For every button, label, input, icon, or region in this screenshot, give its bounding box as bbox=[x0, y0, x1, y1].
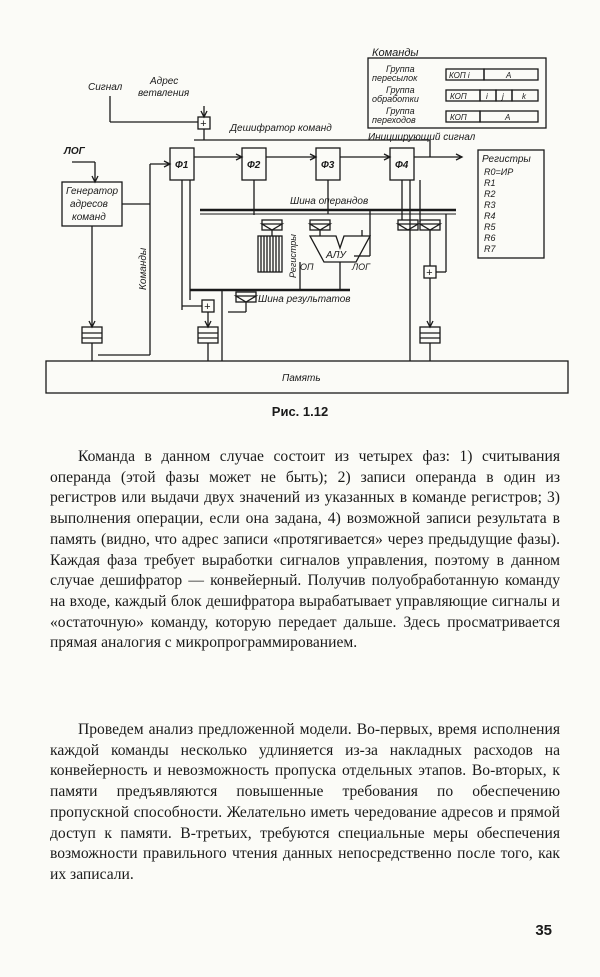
queue-left bbox=[81, 326, 103, 344]
memory-block bbox=[45, 360, 569, 394]
register-6: R6 bbox=[484, 233, 496, 243]
register-7: R7 bbox=[484, 244, 496, 254]
branch-address-label-2: ветвления bbox=[138, 88, 190, 99]
alu-label: АЛУ bbox=[325, 250, 348, 261]
adder-top-plus: + bbox=[200, 118, 207, 130]
queue-middle bbox=[197, 326, 219, 344]
legend-row-1-field-2-text: A bbox=[505, 71, 511, 80]
registers-list-frame bbox=[477, 149, 545, 259]
operand-bus-label: Шина операндов bbox=[290, 196, 368, 207]
phase-4-label: Ф4 bbox=[395, 160, 409, 171]
legend-row-3-field-2-text: A bbox=[504, 113, 510, 122]
page-number: 35 bbox=[535, 922, 552, 939]
log2-label: ЛОГ bbox=[351, 262, 371, 272]
decoder-label: Дешифратор команд bbox=[229, 122, 332, 134]
register-4: R4 bbox=[484, 211, 496, 221]
legend-row-1-field-1-text: КОП i bbox=[449, 71, 470, 80]
adder-left-plus: + bbox=[204, 301, 211, 313]
paragraph-1: Команда в данном случае состоит из четыр… bbox=[50, 448, 560, 652]
registers-vertical-label: Регистры bbox=[288, 234, 298, 278]
signal-label: Сигнал bbox=[88, 82, 123, 93]
register-3: R3 bbox=[484, 200, 496, 210]
legend-row-2-label-2: обработки bbox=[372, 94, 419, 104]
legend-row-3-field-2 bbox=[479, 110, 539, 123]
legend-row-2-field-3-text: j bbox=[501, 92, 504, 101]
paragraph-2-block: Проведем анализ предложенной модели. Во-… bbox=[50, 720, 560, 886]
figure-caption: Рис. 1.12 bbox=[271, 404, 329, 419]
legend-row-3-field-1-text: КОП bbox=[450, 113, 467, 122]
generator-label-3: команд bbox=[72, 212, 106, 223]
init-signal-label: Инициирующий сигнал bbox=[368, 132, 476, 143]
alu-shape bbox=[308, 235, 372, 263]
paragraph-1-block: Команда в данном случае состоит из четыр… bbox=[50, 447, 560, 654]
legend-row-1-label-2: пересылок bbox=[372, 73, 418, 83]
legend-row-3-label-2: переходов bbox=[372, 115, 416, 125]
memory-label: Память bbox=[282, 373, 321, 384]
generator-label-2: адресов bbox=[70, 199, 108, 210]
result-bus-label: Шина результатов bbox=[258, 294, 351, 305]
legend-frame bbox=[367, 57, 547, 129]
legend-row-1-label-1: Группа bbox=[386, 64, 415, 74]
legend-title: Команды bbox=[372, 47, 419, 59]
legend-row-1-field-2 bbox=[483, 68, 539, 81]
legend-row-2-field-4 bbox=[511, 89, 539, 102]
registers-title: Регистры bbox=[482, 154, 531, 165]
legend-row-2-field-3 bbox=[495, 89, 513, 102]
register-0: R0=ИР bbox=[484, 167, 513, 177]
pipeline-diagram: Команды Группа пересылок КОП i A Группа … bbox=[45, 47, 569, 394]
legend-row-2-label-1: Группа bbox=[386, 85, 415, 95]
register-2: R2 bbox=[484, 189, 496, 199]
legend-row-2-field-4-text: k bbox=[522, 92, 527, 101]
register-1: R1 bbox=[484, 178, 496, 188]
legend-row-2-field-2-text: i bbox=[486, 92, 488, 101]
legend-row-3-label-1: Группа bbox=[386, 106, 415, 116]
op-label: ОП bbox=[300, 262, 314, 272]
queue-right bbox=[419, 326, 441, 344]
legend-row-2-field-1-text: КОП bbox=[450, 92, 467, 101]
commands-label: Команды bbox=[138, 247, 149, 290]
paragraph-2: Проведем анализ предложенной модели. Во-… bbox=[50, 721, 560, 883]
legend-row-2-field-2 bbox=[479, 89, 497, 102]
register-5: R5 bbox=[484, 222, 496, 232]
log-label: ЛОГ bbox=[63, 146, 86, 157]
phase-2-label: Ф2 bbox=[247, 160, 261, 171]
adder-right-plus: + bbox=[426, 267, 433, 279]
generator-label-1: Генератор bbox=[66, 186, 119, 197]
branch-address-label-1: Адрес bbox=[149, 76, 178, 87]
phase-1-label: Ф1 bbox=[175, 160, 189, 171]
phase-3-label: Ф3 bbox=[321, 160, 335, 171]
